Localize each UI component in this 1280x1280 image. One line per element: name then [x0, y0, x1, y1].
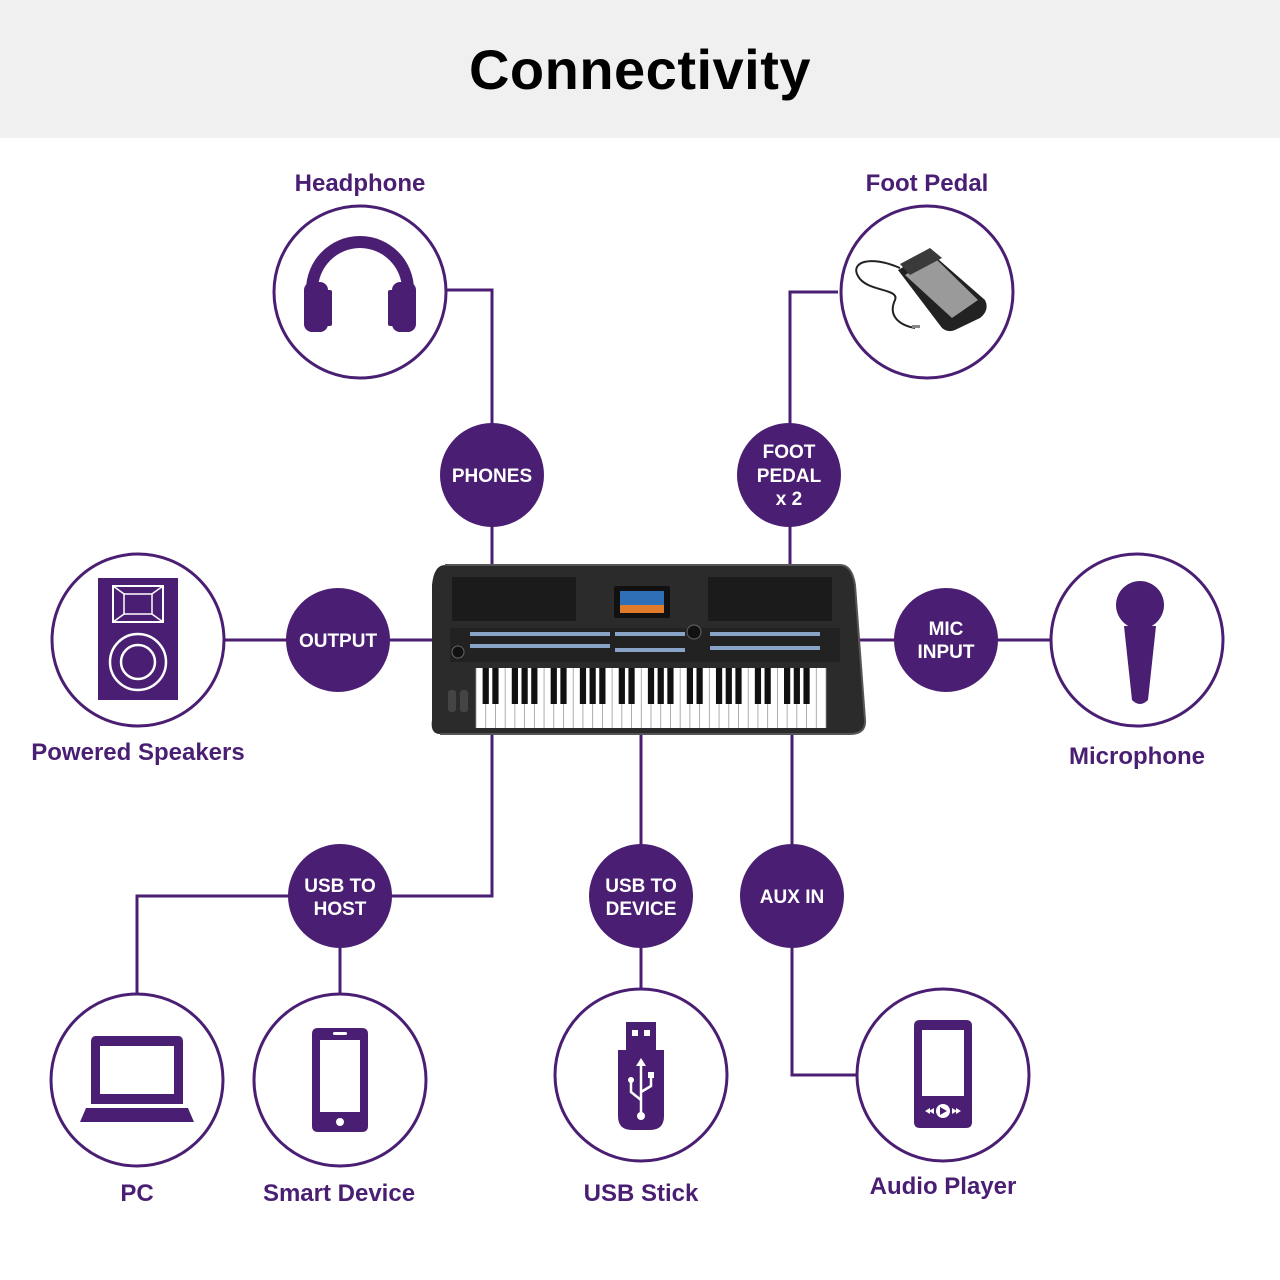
- device-label-pc: PC: [120, 1180, 153, 1207]
- port-foot-pedal-label-3: x 2: [776, 489, 802, 510]
- audio-player-circle: [855, 987, 1031, 1163]
- audio-player-icon: [914, 1020, 972, 1128]
- black-key: [599, 668, 606, 704]
- black-key: [579, 668, 587, 704]
- port-usb-to-device-label-2: DEVICE: [606, 899, 677, 920]
- port-phones-label: PHONES: [452, 466, 532, 487]
- port-usb-to-host-label-2: HOST: [314, 899, 367, 920]
- port-aux-in: [740, 844, 844, 948]
- speaker-icon: [98, 578, 178, 700]
- black-key: [667, 668, 674, 704]
- port-mic-input-label-2: INPUT: [918, 642, 975, 663]
- usb-stick-icon: [618, 1022, 664, 1130]
- port-foot-pedal-label-1: FOOT: [763, 442, 816, 463]
- black-key: [725, 668, 732, 704]
- port-foot-pedal-label-2: PEDAL: [757, 466, 822, 487]
- black-key: [803, 668, 810, 704]
- device-label-powered-speakers: Powered Speakers: [31, 739, 244, 766]
- device-label-microphone: Microphone: [1069, 743, 1205, 770]
- black-key: [560, 668, 567, 704]
- black-key: [589, 668, 596, 704]
- sustain-pedal-icon: [855, 248, 987, 332]
- port-usb-to-device: [589, 844, 693, 948]
- port-foot-pedal: [737, 423, 841, 527]
- black-key: [647, 668, 655, 704]
- device-label-smart-device: Smart Device: [263, 1180, 415, 1207]
- black-key: [628, 668, 635, 704]
- port-usb-to-device-label-1: USB TO: [605, 876, 676, 897]
- microphone-icon: [1116, 581, 1164, 704]
- device-label-usb-stick: USB Stick: [584, 1180, 699, 1207]
- black-key: [715, 668, 723, 704]
- device-label-foot-pedal: Foot Pedal: [866, 170, 989, 197]
- black-key: [735, 668, 742, 704]
- black-key: [754, 668, 762, 704]
- device-label-headphone: Headphone: [295, 170, 426, 197]
- laptop-icon: [80, 1036, 194, 1122]
- headphones-icon: [304, 236, 416, 332]
- black-key: [531, 668, 538, 704]
- black-key: [511, 668, 518, 704]
- smart-device-circle: [252, 992, 428, 1168]
- keyboard-icon: [431, 564, 867, 735]
- device-label-audio-player: Audio Player: [870, 1173, 1017, 1200]
- port-mic-input: [894, 588, 998, 692]
- smartphone-icon: [312, 1028, 368, 1132]
- black-key: [764, 668, 771, 704]
- black-key: [784, 668, 791, 704]
- port-usb-to-host-label-1: USB TO: [304, 876, 375, 897]
- black-key: [686, 668, 693, 704]
- black-key: [550, 668, 557, 704]
- port-output: [286, 588, 390, 692]
- black-key: [618, 668, 625, 704]
- black-key: [521, 668, 528, 704]
- black-key: [793, 668, 800, 704]
- page-title: Connectivity: [468, 37, 812, 101]
- port-phones: [440, 423, 544, 527]
- port-output-label: OUTPUT: [299, 631, 378, 652]
- port-aux-in-label: AUX IN: [760, 887, 824, 908]
- pc-circle: [49, 992, 225, 1168]
- port-usb-to-host: [288, 844, 392, 948]
- header-bar: Connectivity: [0, 0, 1280, 138]
- black-key: [492, 668, 499, 704]
- black-key: [482, 668, 489, 704]
- black-key: [657, 668, 664, 704]
- port-mic-input-label-1: MIC: [929, 619, 964, 640]
- black-key: [696, 668, 703, 704]
- headphone-circle: [272, 204, 448, 380]
